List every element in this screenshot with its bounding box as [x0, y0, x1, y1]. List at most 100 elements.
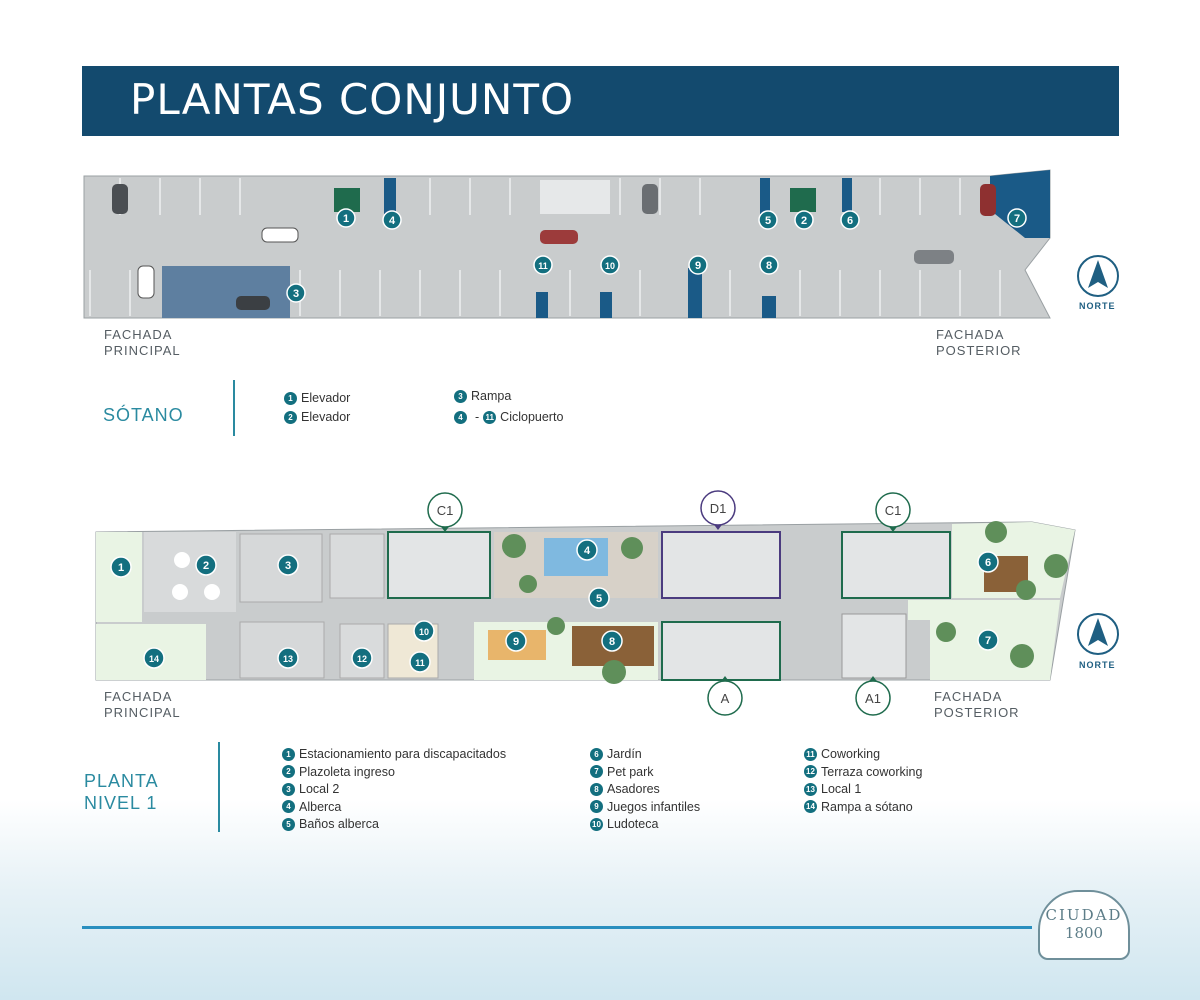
legend-number-badge: 11 — [804, 747, 817, 761]
svg-text:7: 7 — [1014, 213, 1020, 225]
map-marker-5: 5 — [758, 210, 778, 230]
svg-text:11: 11 — [415, 658, 425, 668]
unit-tag-a: A — [707, 676, 743, 716]
map-marker-9: 9 — [505, 630, 527, 652]
bike-room-7 — [990, 170, 1050, 238]
bike-rack-9 — [688, 268, 702, 318]
car — [137, 265, 155, 299]
legend-label: Local 1 — [821, 782, 862, 796]
legend-label: Asadores — [607, 782, 660, 796]
svg-text:C1: C1 — [437, 503, 454, 518]
unit-tag-c1: C1 — [427, 492, 463, 532]
divider-line — [218, 742, 220, 832]
watercolor-wash — [0, 800, 1200, 1000]
title-bar: PLANTAS CONJUNTO — [82, 66, 1119, 136]
legend-label: Alberca — [299, 799, 342, 814]
svg-text:C1: C1 — [885, 503, 902, 518]
plazoleta-area — [144, 532, 236, 612]
legend-number-badge: 2 — [282, 765, 295, 778]
tree-icons — [502, 521, 1068, 684]
map-marker-8: 8 — [601, 630, 623, 652]
svg-text:6: 6 — [847, 215, 853, 227]
svg-text:1: 1 — [118, 562, 124, 574]
svg-text:6: 6 — [985, 557, 991, 569]
ciudad-1800-logo: CIUDAD 1800 — [1038, 890, 1130, 960]
legend-number-badge: 7 — [590, 765, 603, 778]
legend-number-badge: 9 — [590, 800, 603, 813]
elevator-1-block — [334, 188, 360, 212]
svg-text:A: A — [721, 691, 730, 706]
legend-item: 13 Local 1 — [804, 782, 861, 796]
map-marker-13: 13 — [277, 647, 299, 669]
svg-text:14: 14 — [149, 654, 159, 664]
car — [236, 296, 270, 310]
page-title: PLANTAS CONJUNTO — [130, 75, 575, 124]
svg-text:2: 2 — [203, 560, 209, 572]
map-marker-4: 4 — [576, 539, 598, 561]
svg-text:A1: A1 — [865, 691, 881, 706]
svg-text:2: 2 — [801, 215, 807, 227]
map-marker-12: 12 — [351, 647, 373, 669]
map-marker-10: 10 — [413, 620, 435, 642]
legend-number-badge: 3 — [282, 782, 295, 796]
bike-rack-5 — [760, 178, 770, 214]
north-arrow-icon — [1077, 613, 1119, 655]
legend-label: Rampa a sótano — [821, 799, 913, 814]
footer-line — [82, 926, 1032, 929]
legend-label: Pet park — [607, 764, 654, 779]
map-marker-14: 14 — [143, 647, 165, 669]
svg-text:11: 11 — [538, 261, 548, 271]
legend-item: 9 Juegos infantiles — [590, 800, 700, 814]
unit-tags: C1 D1 C1A A1 — [427, 490, 911, 716]
map-marker-5: 5 — [588, 587, 610, 609]
car — [261, 227, 299, 243]
map-marker-1: 1 — [336, 208, 356, 228]
legend-item: 10 Ludoteca — [590, 817, 658, 831]
svg-text:7: 7 — [985, 635, 991, 647]
legend-label: Juegos infantiles — [607, 799, 701, 814]
legend-label: Ludoteca — [607, 817, 659, 831]
legend-number-badge: 6 — [590, 747, 603, 761]
ramp-area — [162, 266, 290, 318]
svg-text:D1: D1 — [710, 501, 727, 516]
map-marker-4: 4 — [382, 210, 402, 230]
map-marker-3: 3 — [286, 283, 306, 303]
legend-label: Estacionamiento para discapacitados — [299, 747, 507, 761]
core-room — [329, 533, 385, 599]
legend-number-badge: 10 — [590, 817, 603, 831]
map-marker-6: 6 — [977, 551, 999, 573]
sotano-section-title: SÓTANO — [103, 405, 184, 425]
map-marker-1: 1 — [110, 556, 132, 578]
unit-tag-a1: A1 — [855, 676, 891, 716]
north-label: NORTE — [1079, 301, 1116, 311]
legend-number-badge: 13 — [804, 782, 817, 796]
legend-item: 7 Pet park — [590, 765, 654, 779]
map-marker-7: 7 — [977, 629, 999, 651]
svg-text:10: 10 — [419, 627, 429, 637]
map-marker-2: 2 — [195, 554, 217, 576]
pool — [544, 538, 608, 576]
legend-number-badge: 5 — [282, 817, 295, 831]
bike-rack-8 — [762, 296, 776, 318]
legend-label: Local 2 — [299, 782, 340, 796]
elevator-2-block — [790, 188, 816, 212]
map-marker-11: 11 — [409, 651, 431, 673]
bike-rack-4 — [384, 178, 396, 214]
legend-label: Terraza coworking — [821, 764, 923, 779]
svg-text:5: 5 — [765, 215, 771, 227]
